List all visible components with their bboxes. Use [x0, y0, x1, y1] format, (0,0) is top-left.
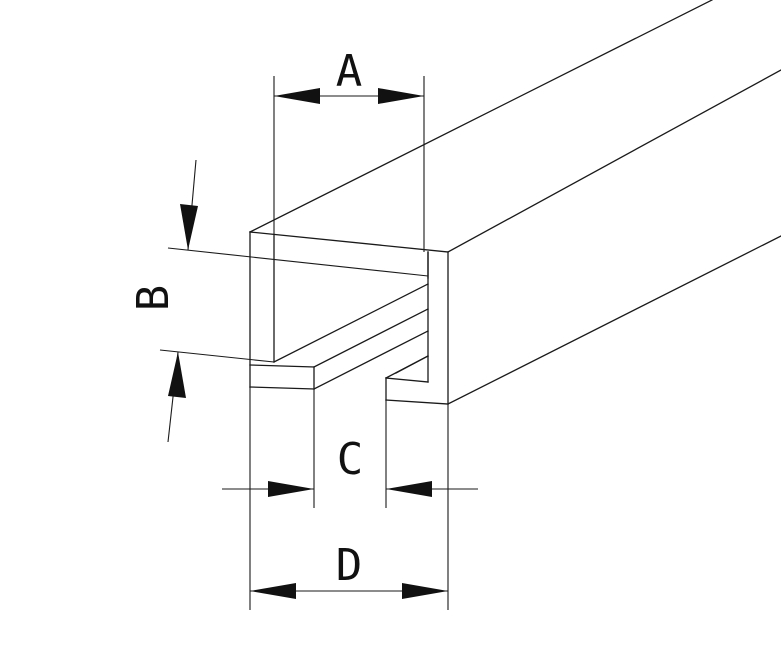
- dim-c-arrow-left: [268, 481, 314, 497]
- dim-b-label: B: [128, 285, 179, 312]
- left-flange-bottom-recede: [313, 330, 429, 390]
- dim-b-arrow-bottom: [168, 352, 186, 398]
- extrusion-edges: [249, 0, 781, 405]
- inner-floor-edge: [273, 283, 429, 363]
- dimension-b: B: [128, 159, 429, 443]
- bottom-right-long-edge: [447, 235, 781, 405]
- dim-c-arrow-right: [386, 481, 432, 497]
- dim-b-extension-bottom: [159, 349, 275, 363]
- left-flange-bottom: [249, 386, 315, 390]
- top-right-long-edge: [447, 69, 781, 253]
- left-flange-top-recede: [313, 308, 429, 368]
- dim-d-arrow-left: [250, 583, 296, 599]
- dim-d-label: D: [336, 540, 363, 591]
- right-flange-top: [385, 377, 429, 383]
- dim-b-extension-top: [167, 247, 429, 277]
- profile-front-face: [249, 231, 449, 405]
- dim-a-label: A: [336, 46, 363, 97]
- front-top-edge: [249, 231, 449, 253]
- left-flange-top: [249, 364, 315, 368]
- dimension-c: C: [222, 389, 478, 508]
- right-flange-inner-top: [395, 355, 429, 374]
- dim-c-label: C: [337, 434, 364, 485]
- dim-a-arrow-left: [274, 88, 320, 104]
- right-flange-bottom: [385, 399, 449, 405]
- dimension-d: D: [249, 387, 449, 610]
- dim-b-arrow-top: [180, 204, 198, 250]
- top-left-long-edge: [249, 0, 713, 233]
- dim-d-arrow-right: [402, 583, 448, 599]
- dimension-a: A: [273, 46, 425, 252]
- dim-a-arrow-right: [378, 88, 424, 104]
